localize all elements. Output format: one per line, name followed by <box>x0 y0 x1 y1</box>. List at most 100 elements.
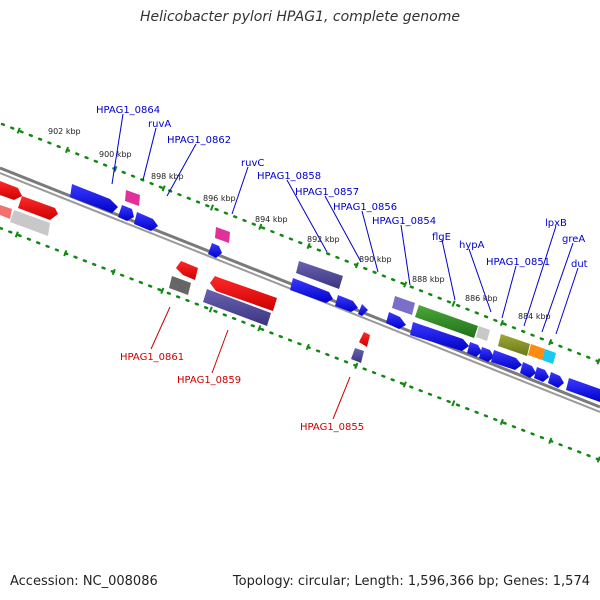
ruler-top <box>0 122 600 364</box>
ruler-tick <box>596 358 600 365</box>
ruler-tick <box>451 400 456 407</box>
ruler-tick <box>161 185 166 192</box>
gene-feature[interactable] <box>528 344 545 360</box>
gene-feature[interactable] <box>491 350 522 370</box>
gene-label[interactable]: HPAG1_0864 <box>96 105 160 116</box>
gene-feature[interactable] <box>386 312 406 329</box>
ruler-tick <box>499 319 504 327</box>
ruler-tick <box>548 339 553 346</box>
ruler-tick <box>306 242 311 250</box>
leader-lines-forward <box>111 113 579 335</box>
gene-feature[interactable] <box>392 296 415 315</box>
ruler-tick <box>64 146 70 154</box>
ruler-tick <box>160 287 165 294</box>
tick-marks <box>14 127 600 463</box>
ruler-tick <box>305 343 310 351</box>
gene-label[interactable]: HPAG1_0854 <box>372 216 436 227</box>
genes-reverse[interactable] <box>169 261 370 363</box>
gene-label[interactable]: HPAG1_0851 <box>486 257 550 268</box>
genes-forward[interactable] <box>70 184 600 402</box>
tick-label: 902 kbp <box>48 127 81 136</box>
gene-feature[interactable] <box>467 342 482 357</box>
gene-label[interactable]: HPAG1_0859 <box>177 375 241 386</box>
gene-feature[interactable] <box>566 378 600 402</box>
gene-feature[interactable] <box>208 243 222 258</box>
gene-label[interactable]: ruvA <box>148 119 171 130</box>
ruler-tick <box>354 262 359 269</box>
gene-label[interactable]: greA <box>562 234 585 245</box>
gene-label[interactable]: HPAG1_0855 <box>300 422 364 433</box>
tick-label: 890 kbp <box>359 255 392 264</box>
gene-feature[interactable] <box>203 289 271 326</box>
genome-title: Helicobacter pylori HPAG1, complete geno… <box>140 9 460 25</box>
gene-feature[interactable] <box>296 261 343 289</box>
tick-label: 896 kbp <box>203 194 236 203</box>
gene-feature[interactable] <box>358 304 368 316</box>
genes-left-edge[interactable] <box>0 181 58 236</box>
tick-labels: 902 kbp 900 kbp 898 kbp 896 kbp 894 kbp … <box>48 127 551 321</box>
ruler-tick <box>403 281 408 288</box>
gene-feature[interactable] <box>359 332 370 347</box>
gene-label[interactable]: HPAG1_0858 <box>257 171 321 182</box>
gene-label[interactable]: HPAG1_0861 <box>120 352 184 363</box>
gene-label[interactable]: flgE <box>432 232 451 243</box>
gene-label[interactable]: HPAG1_0857 <box>295 187 359 198</box>
ruler-tick <box>548 437 553 444</box>
ruler-tick <box>16 127 21 134</box>
gene-feature[interactable] <box>534 367 549 382</box>
ruler-tick <box>402 381 407 388</box>
ruler-tick <box>111 268 116 276</box>
gene-label[interactable]: HPAG1_0856 <box>333 202 397 213</box>
ruler-tick <box>257 325 262 332</box>
gene-feature[interactable] <box>476 326 490 341</box>
gene-feature[interactable] <box>335 295 358 312</box>
ruler-tick <box>208 306 213 313</box>
ruler-bottom <box>0 226 600 462</box>
gene-feature[interactable] <box>415 305 478 338</box>
tick-label: 894 kbp <box>255 215 288 224</box>
gene-feature[interactable] <box>176 261 198 280</box>
ruler-tick <box>258 223 263 230</box>
gene-feature[interactable] <box>520 362 536 378</box>
gene-feature[interactable] <box>0 181 22 200</box>
gene-feature[interactable] <box>70 184 118 213</box>
gene-feature[interactable] <box>18 196 58 220</box>
gene-feature[interactable] <box>169 276 191 295</box>
ruler-tick <box>209 204 215 211</box>
gene-feature[interactable] <box>351 348 364 363</box>
leader-lines-reverse <box>150 306 351 420</box>
ruler-tick <box>451 300 456 307</box>
tick-label: 888 kbp <box>412 275 445 284</box>
ruler-tick <box>499 418 504 426</box>
gene-label[interactable]: hypA <box>459 240 485 251</box>
tick-label: 886 kbp <box>465 294 498 303</box>
genome-info-text: Topology: circular; Length: 1,596,366 bp… <box>232 574 590 589</box>
tick-label: 900 kbp <box>99 150 132 159</box>
gene-feature[interactable] <box>542 349 556 364</box>
ruler-tick <box>14 231 19 238</box>
gene-feature[interactable] <box>134 212 158 231</box>
gene-labels-reverse: HPAG1_0861 HPAG1_0859 HPAG1_0855 <box>120 352 364 433</box>
gene-feature[interactable] <box>10 210 50 236</box>
gene-feature[interactable] <box>125 190 140 206</box>
gene-feature[interactable] <box>215 227 230 243</box>
ruler-tick <box>354 362 359 369</box>
gene-label[interactable]: lpxB <box>545 218 567 229</box>
gene-feature[interactable] <box>498 334 530 356</box>
gene-label[interactable]: ruvC <box>241 158 264 169</box>
ruler-tick <box>63 250 68 257</box>
gene-feature[interactable] <box>118 205 134 221</box>
gene-feature[interactable] <box>210 276 277 311</box>
gene-label[interactable]: HPAG1_0862 <box>167 135 231 146</box>
tick-label: 898 kbp <box>151 172 184 181</box>
tick-label: 892 kbp <box>307 235 340 244</box>
gene-feature[interactable] <box>0 205 12 219</box>
gene-feature[interactable] <box>479 347 494 362</box>
ruler-tick <box>113 165 118 173</box>
gene-feature[interactable] <box>290 278 333 303</box>
gene-feature[interactable] <box>548 372 564 388</box>
tick-label: 884 kbp <box>518 312 551 321</box>
gene-label[interactable]: dut <box>571 259 588 270</box>
gene-feature[interactable] <box>410 322 469 351</box>
